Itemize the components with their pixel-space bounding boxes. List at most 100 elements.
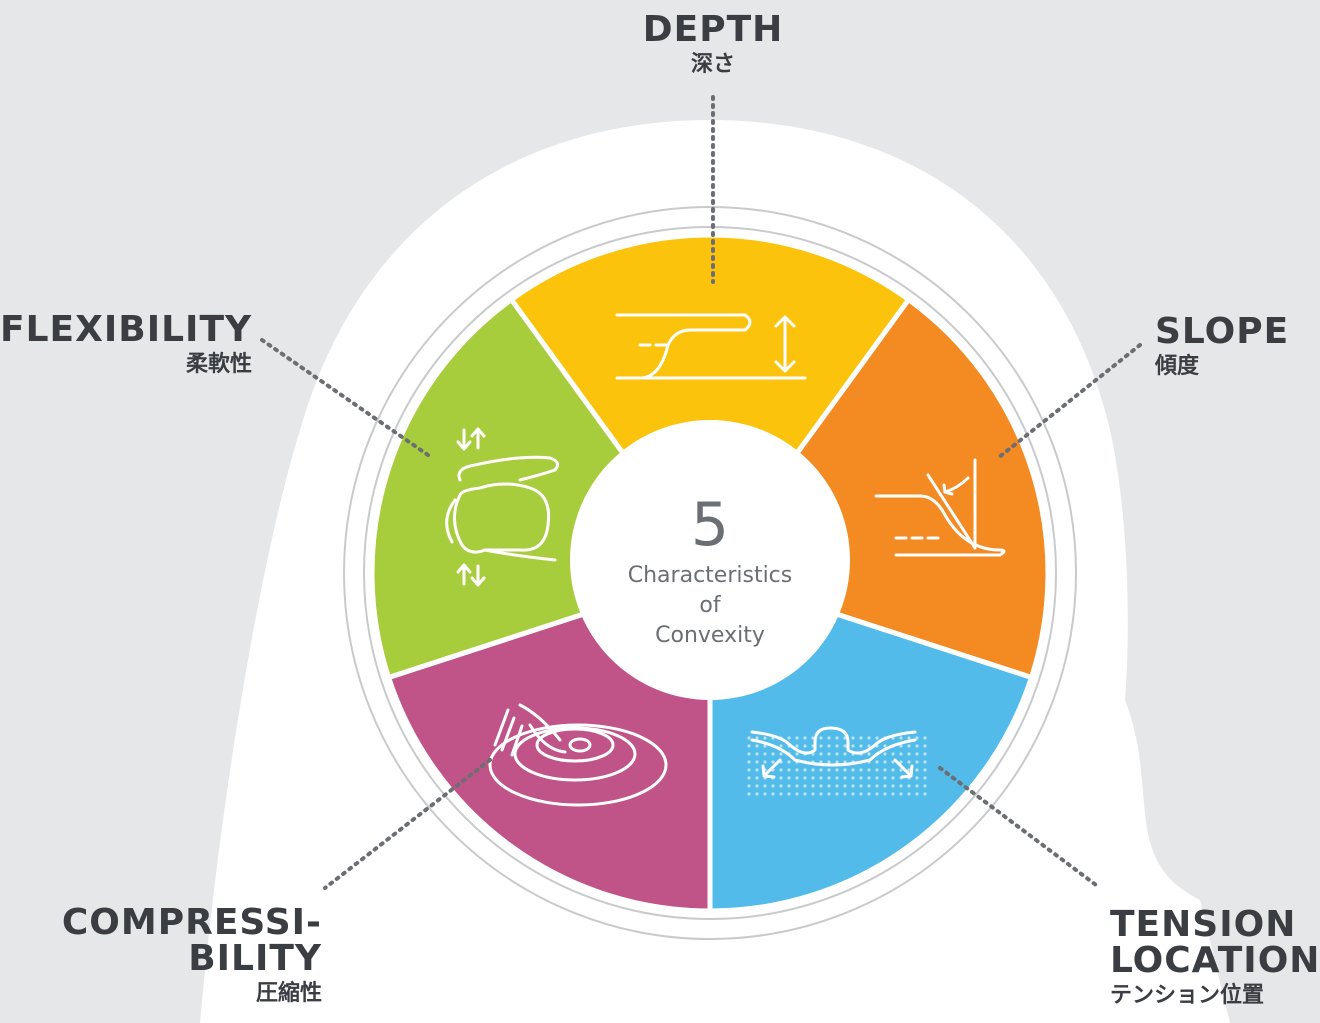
pattern-dot <box>771 752 775 756</box>
pattern-dot <box>915 736 919 740</box>
pattern-dot <box>747 736 751 740</box>
pattern-dot <box>763 792 767 796</box>
pattern-dot <box>811 760 815 764</box>
pattern-dot <box>875 792 879 796</box>
pattern-dot <box>795 752 799 756</box>
pattern-dot <box>923 744 927 748</box>
compressibility-icon <box>488 703 668 807</box>
pattern-dot <box>819 744 823 748</box>
pattern-dot <box>891 760 895 764</box>
pattern-dot <box>891 752 895 756</box>
outer-ring <box>343 206 1077 940</box>
pattern-dot <box>851 752 855 756</box>
pattern-dot <box>835 776 839 780</box>
pattern-dot <box>803 784 807 788</box>
connector-slope <box>996 343 1142 460</box>
pattern-dot <box>771 736 775 740</box>
pattern-dot <box>843 768 847 772</box>
pattern-dot <box>907 736 911 740</box>
pattern-dot <box>851 736 855 740</box>
pattern-dot <box>819 752 823 756</box>
pattern-dot <box>779 736 783 740</box>
pattern-dot <box>859 752 863 756</box>
pattern-dot <box>875 760 879 764</box>
label-depth: DEPTH 深さ <box>613 12 813 76</box>
pattern-dot <box>747 768 751 772</box>
pattern-dot <box>771 784 775 788</box>
pattern-dot <box>843 752 847 756</box>
pattern-dot <box>755 792 759 796</box>
pattern-dot <box>899 784 903 788</box>
pattern-dot <box>875 744 879 748</box>
pattern-dot <box>835 792 839 796</box>
pattern-dot <box>883 768 887 772</box>
pattern-dot <box>907 752 911 756</box>
pattern-dot <box>915 760 919 764</box>
pattern-dot <box>827 776 831 780</box>
pattern-dot <box>867 776 871 780</box>
pattern-dot <box>795 760 799 764</box>
center-circle <box>570 420 850 700</box>
pattern-dot <box>819 736 823 740</box>
pattern-dot <box>907 784 911 788</box>
pattern-dot <box>779 768 783 772</box>
pattern-dot <box>907 768 911 772</box>
label-slope-en: SLOPE <box>1155 311 1290 352</box>
pattern-dot <box>891 776 895 780</box>
pattern-dot <box>787 744 791 748</box>
segment-depth <box>507 232 913 578</box>
pattern-dot <box>883 776 887 780</box>
pattern-dot <box>843 784 847 788</box>
pattern-dot <box>867 752 871 756</box>
pattern-dot <box>859 760 863 764</box>
pattern-dot <box>755 784 759 788</box>
flexibility-icon <box>445 427 560 587</box>
pattern-dot <box>875 752 879 756</box>
pattern-dot <box>859 784 863 788</box>
depth-icon <box>615 313 807 380</box>
center-line-1: Characteristics <box>628 563 792 588</box>
pattern-dot <box>907 776 911 780</box>
pattern-dot <box>835 768 839 772</box>
pattern-dot <box>763 776 767 780</box>
label-flexibility: FLEXIBILITY 柔軟性 <box>0 312 252 376</box>
pattern-dot <box>867 792 871 796</box>
connectors-group <box>260 95 1142 890</box>
pattern-dot <box>875 768 879 772</box>
pattern-dot <box>827 736 831 740</box>
slope-icon <box>874 458 1006 557</box>
pattern-dot <box>803 792 807 796</box>
pattern-dot <box>843 760 847 764</box>
pattern-dot <box>891 784 895 788</box>
pattern-dot <box>779 776 783 780</box>
pattern-dot <box>915 744 919 748</box>
pattern-dot <box>843 736 847 740</box>
pattern-dot <box>859 792 863 796</box>
pattern-dot <box>883 792 887 796</box>
pattern-dot <box>779 760 783 764</box>
connector-flexibility <box>260 338 430 457</box>
pattern-dot <box>803 760 807 764</box>
pattern-dot <box>811 768 815 772</box>
pattern-dot <box>859 776 863 780</box>
pattern-dot <box>923 792 927 796</box>
pattern-dot <box>899 792 903 796</box>
pattern-dot <box>747 784 751 788</box>
pattern-dot <box>787 752 791 756</box>
label-depth-en: DEPTH <box>642 9 784 50</box>
pattern-dot <box>867 784 871 788</box>
pattern-dot <box>883 736 887 740</box>
pattern-dot <box>851 768 855 772</box>
pattern-dot <box>827 752 831 756</box>
pattern-dot <box>875 784 879 788</box>
pattern-dot <box>899 752 903 756</box>
pattern-dot <box>787 792 791 796</box>
pattern-dot <box>763 784 767 788</box>
pattern-dot <box>851 760 855 764</box>
pattern-dot <box>923 752 927 756</box>
pattern-dot <box>915 776 919 780</box>
pattern-dot <box>851 792 855 796</box>
pattern-dot <box>803 736 807 740</box>
pattern-dot <box>787 736 791 740</box>
